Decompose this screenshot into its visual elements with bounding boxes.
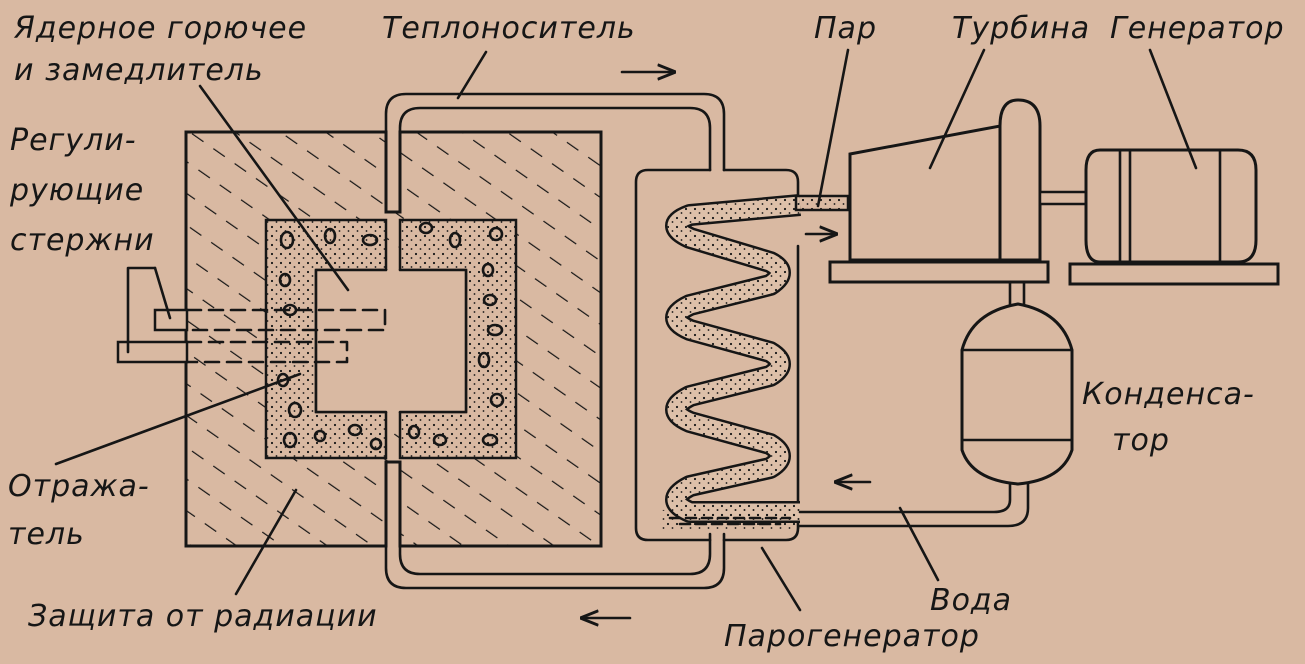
label-rods-line2: рующие (9, 173, 144, 208)
coolant-loop (384, 92, 726, 590)
turbine (828, 98, 1090, 284)
label-rods-line1: Регули- (10, 123, 137, 158)
steam-generator (634, 168, 801, 542)
generator (1068, 148, 1280, 286)
labels: Ядерное горючее и замедлитель Теплоносит… (8, 11, 1285, 654)
core-cavity (314, 268, 468, 414)
label-reflector-line2: тель (8, 517, 85, 552)
label-turbine: Турбина (952, 11, 1090, 46)
label-steam-generator: Парогенератор (724, 619, 980, 654)
label-steam: Пар (814, 11, 877, 46)
label-fuel-line2: и замедлитель (14, 53, 264, 88)
label-coolant: Теплоноситель (382, 11, 636, 46)
reflector (264, 218, 518, 460)
control-rods (116, 308, 387, 364)
label-generator: Генератор (1110, 11, 1285, 46)
condenser (798, 280, 1074, 528)
steam-pipe (794, 194, 850, 234)
leader-lines (54, 48, 1198, 612)
label-reflector-line1: Отража- (8, 469, 150, 504)
label-shield: Защита от радиации (28, 599, 378, 634)
label-fuel-line1: Ядерное горючее (13, 11, 307, 46)
label-condenser-line1: Конденса- (1082, 377, 1255, 412)
label-water: Вода (930, 583, 1012, 618)
label-condenser-line2: тор (1112, 423, 1170, 458)
label-rods-line3: стержни (10, 223, 155, 258)
